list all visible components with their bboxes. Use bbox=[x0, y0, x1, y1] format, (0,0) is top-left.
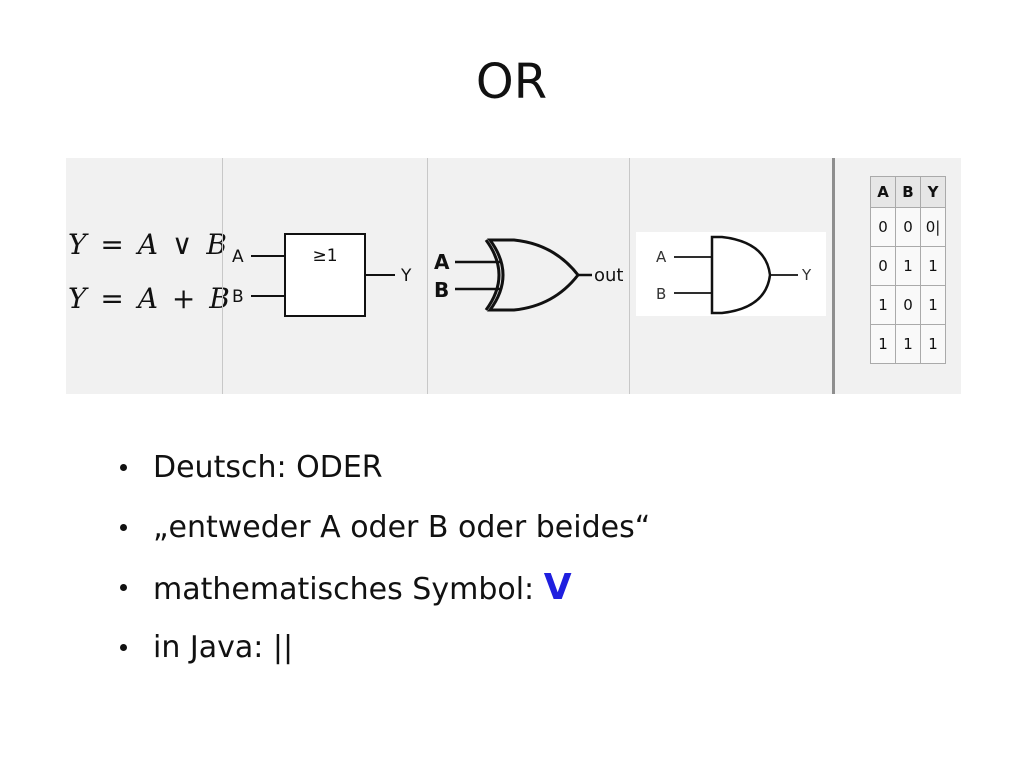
bullet-item-java: in Java: || bbox=[120, 628, 650, 688]
truth-table-cell: 1 bbox=[870, 285, 896, 325]
bullet-dot-icon bbox=[120, 644, 127, 651]
iec-output-label: Y bbox=[400, 266, 412, 286]
bullet-item-symbol: mathematisches Symbol: V bbox=[120, 568, 650, 628]
formula-a: A bbox=[137, 228, 158, 261]
truth-table-cell: 1 bbox=[920, 324, 946, 364]
bullet-dot-icon bbox=[120, 584, 127, 591]
bullet-dot-icon bbox=[120, 524, 127, 531]
truth-table-cell: 0| bbox=[920, 207, 946, 247]
iec-gate-label: ≥1 bbox=[312, 246, 337, 266]
bullet-item-definition: „entweder A oder B oder beides“ bbox=[120, 508, 650, 568]
din-or-gate-icon: A B Y bbox=[636, 232, 826, 316]
ansi-gate-panel: A B out bbox=[428, 158, 629, 394]
iec-gate-panel: A B ≥1 Y bbox=[223, 158, 427, 394]
truth-table-header-y: Y bbox=[920, 176, 946, 208]
panel-divider bbox=[427, 158, 428, 394]
logic-gate-figure: Y = A ∨ B Y = A + B A B ≥1 Y bbox=[66, 158, 961, 394]
formula-plus-symbol: Y = A + B bbox=[68, 282, 230, 315]
truth-table-cell: 1 bbox=[920, 246, 946, 286]
formula-equals: = bbox=[100, 282, 124, 315]
truth-table-row: 0 0 0| bbox=[870, 207, 946, 247]
din-gate-panel: A B Y bbox=[630, 158, 832, 394]
formula-b: B bbox=[209, 282, 230, 315]
truth-table-cell: 0 bbox=[870, 207, 896, 247]
truth-table-header-b: B bbox=[895, 176, 921, 208]
bullet-text: Deutsch: ODER bbox=[153, 450, 383, 485]
ansi-input-b-label: B bbox=[434, 278, 449, 302]
formula-or-symbol: Y = A ∨ B bbox=[68, 228, 227, 261]
formula-operator: + bbox=[171, 282, 196, 315]
truth-table-cell: 1 bbox=[920, 285, 946, 325]
formula-panel: Y = A ∨ B Y = A + B bbox=[68, 158, 230, 394]
panel-divider-table bbox=[832, 158, 835, 394]
formula-lhs: Y bbox=[68, 228, 87, 261]
din-input-b-label: B bbox=[656, 285, 666, 303]
iec-or-gate-icon: A B ≥1 Y bbox=[232, 233, 412, 317]
truth-table: A B Y 0 0 0| 0 1 1 1 0 1 1 1 bbox=[870, 176, 946, 364]
panel-divider bbox=[629, 158, 630, 394]
slide-title: OR bbox=[475, 54, 548, 110]
formula-operator: ∨ bbox=[171, 228, 193, 261]
panel-divider bbox=[222, 158, 223, 394]
din-output-label: Y bbox=[801, 266, 812, 284]
truth-table-cell: 0 bbox=[895, 285, 921, 325]
truth-table-cell: 1 bbox=[895, 324, 921, 364]
formula-a: A bbox=[137, 282, 158, 315]
truth-table-header-row: A B Y bbox=[870, 176, 946, 208]
truth-table-row: 1 1 1 bbox=[870, 324, 946, 364]
truth-table-cell: 0 bbox=[895, 207, 921, 247]
truth-table-header-a: A bbox=[870, 176, 896, 208]
formula-lhs: Y bbox=[68, 282, 87, 315]
bullet-list: Deutsch: ODER „entweder A oder B oder be… bbox=[120, 448, 650, 688]
bullet-text: mathematisches Symbol: bbox=[153, 572, 544, 607]
iec-input-b-label: B bbox=[232, 287, 244, 307]
iec-input-a-label: A bbox=[232, 247, 244, 267]
formula-b: B bbox=[206, 228, 227, 261]
din-input-a-label: A bbox=[656, 248, 667, 266]
truth-table-cell: 0 bbox=[870, 246, 896, 286]
truth-table-cell: 1 bbox=[895, 246, 921, 286]
truth-table-row: 0 1 1 bbox=[870, 246, 946, 286]
math-symbol: V bbox=[543, 567, 572, 608]
bullet-dot-icon bbox=[120, 464, 127, 471]
bullet-text: „entweder A oder B oder beides“ bbox=[153, 510, 651, 545]
ansi-or-gate-icon: A B out bbox=[434, 238, 623, 312]
bullet-item-german: Deutsch: ODER bbox=[120, 448, 650, 508]
ansi-input-a-label: A bbox=[434, 250, 450, 274]
truth-table-cell: 1 bbox=[870, 324, 896, 364]
bullet-text: in Java: || bbox=[153, 630, 294, 665]
truth-table-row: 1 0 1 bbox=[870, 285, 946, 325]
ansi-output-label: out bbox=[594, 265, 623, 286]
formula-equals: = bbox=[100, 228, 124, 261]
